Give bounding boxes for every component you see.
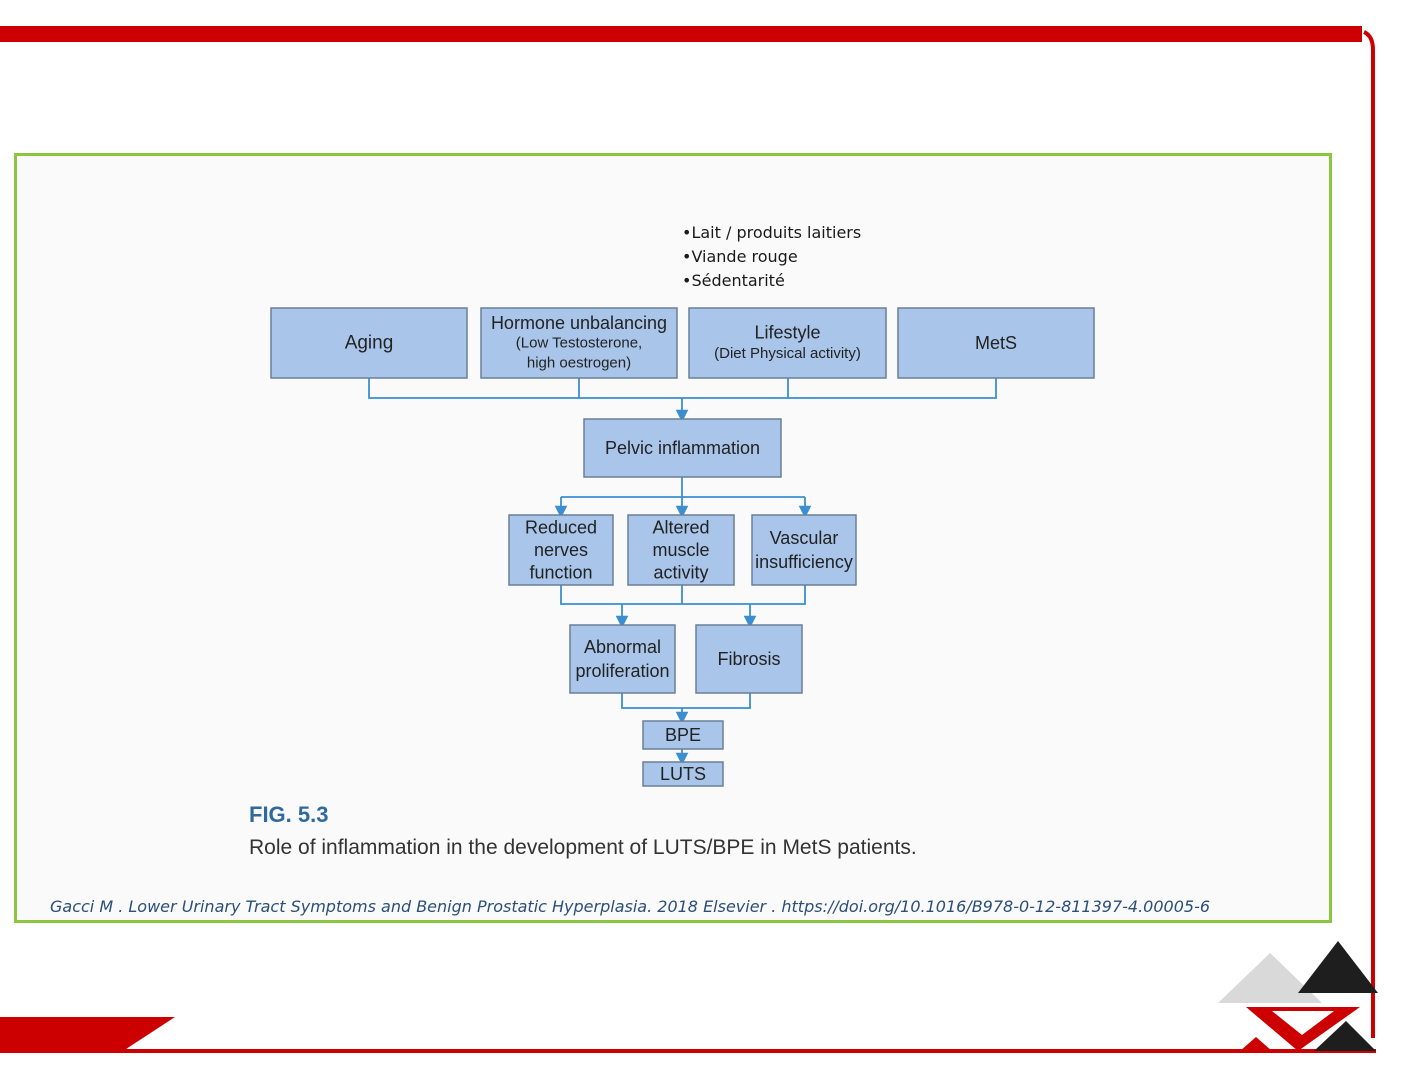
box-label-line: Lifestyle xyxy=(754,323,820,343)
bullet-item: •Sédentarité xyxy=(682,271,785,290)
box-label-line: function xyxy=(529,563,592,583)
box-label-line: high oestrogen) xyxy=(527,355,631,372)
box-luts: LUTS xyxy=(642,761,724,787)
box-shape xyxy=(270,307,468,379)
box-shape xyxy=(695,624,803,694)
right-accent-border xyxy=(1363,30,1375,1038)
top-accent-bar xyxy=(0,26,1362,42)
citation-reference: Gacci M . Lower Urinary Tract Symptoms a… xyxy=(50,897,1211,916)
box-label-line: activity xyxy=(653,563,708,583)
box-label-line: (Low Testosterone, xyxy=(516,335,642,352)
box-label-line: BPE xyxy=(665,725,701,745)
box-lifestyle: Lifestyle (Diet Physical activity) xyxy=(688,307,887,379)
box-label-line: Vascular xyxy=(770,528,839,548)
corner-triangle-logo xyxy=(1218,941,1378,1051)
box-shape xyxy=(642,761,724,787)
box-label-line: LUTS xyxy=(660,764,706,784)
box-hormone-unbalancing: Hormone unbalancing (Low Testosterone, hig… xyxy=(480,307,678,379)
figure-caption: Role of inflammation in the development … xyxy=(249,836,917,859)
box-label-line: proliferation xyxy=(575,661,669,681)
box-label-line: Abnormal xyxy=(584,637,661,657)
box-label-line: Altered xyxy=(652,518,709,538)
connector-line xyxy=(368,378,997,399)
box-shape xyxy=(688,307,887,379)
connector-line xyxy=(621,693,751,709)
box-pelvic-inflammation: Pelvic inflammation xyxy=(583,418,782,478)
bottom-accent-line xyxy=(0,1049,1376,1053)
box-label-line: MetS xyxy=(975,333,1017,353)
box-label-line: Reduced xyxy=(525,518,597,538)
box-shape xyxy=(569,624,676,694)
box-label-line: Pelvic inflammation xyxy=(605,438,760,458)
box-aging: Aging xyxy=(270,307,468,379)
bullet-item: •Lait / produits laitiers xyxy=(682,223,862,242)
box-shape xyxy=(583,418,782,478)
box-label-line: Hormone unbalancing xyxy=(491,313,667,333)
flow-connectors xyxy=(368,378,997,766)
box-shape xyxy=(627,514,735,586)
bottom-left-wedge xyxy=(0,1017,175,1053)
box-shape xyxy=(508,514,614,586)
box-mets: MetS xyxy=(897,307,1095,379)
box-abnormal-proliferation: Abnormal proliferation xyxy=(569,624,676,694)
box-label-line: (Diet Physical activity) xyxy=(714,345,861,362)
box-shape xyxy=(897,307,1095,379)
bullet-item: •Viande rouge xyxy=(682,247,798,266)
box-shape xyxy=(480,307,678,379)
box-label-line: insufficiency xyxy=(755,552,853,572)
box-label-line: nerves xyxy=(534,540,588,560)
connector-line xyxy=(560,585,806,605)
box-vascular-insufficiency: Vascular insufficiency xyxy=(751,514,857,586)
box-label-line: Aging xyxy=(345,333,394,354)
box-shape xyxy=(642,720,724,750)
box-label-line: Fibrosis xyxy=(717,649,780,669)
box-bpe: BPE xyxy=(642,720,724,750)
box-label-line: muscle xyxy=(652,540,709,560)
box-shape xyxy=(751,514,857,586)
box-fibrosis: Fibrosis xyxy=(695,624,803,694)
figure-label: FIG. 5.3 xyxy=(249,802,329,827)
lifestyle-factor-list: •Lait / produits laitiers •Viande rouge … xyxy=(682,221,861,293)
